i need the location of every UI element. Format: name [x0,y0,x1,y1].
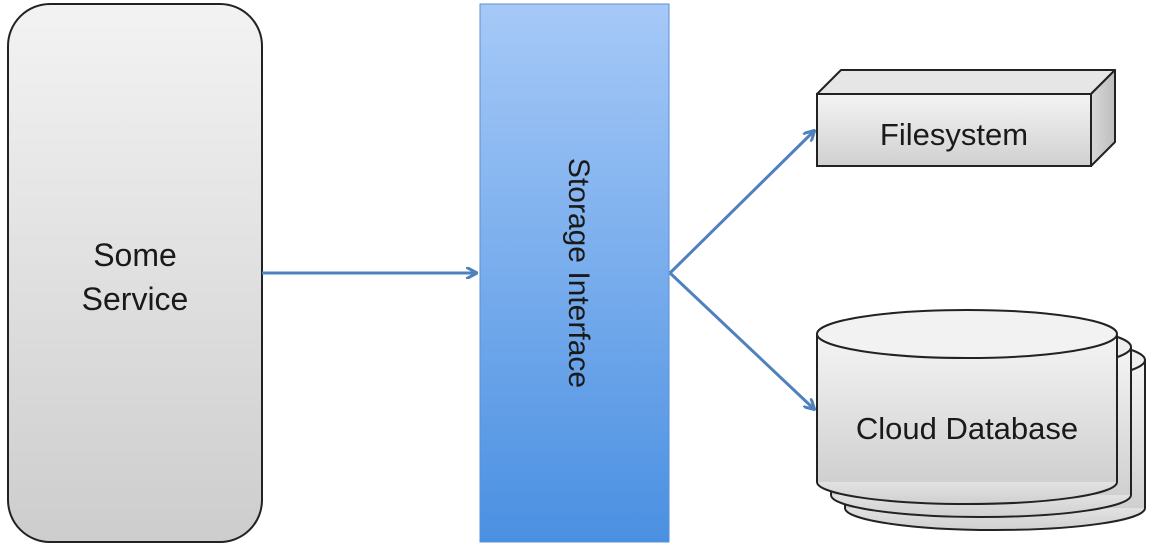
service-node: Some Service [7,3,263,543]
arrow-interface-to-filesystem [668,131,814,275]
cloud-database-node: Cloud Database [816,309,1146,531]
storage-interface-node: Storage Interface [479,3,670,543]
storage-interface-label: Storage Interface [562,158,595,388]
service-label-line1: Some [93,237,177,273]
filesystem-node: Filesystem [816,69,1116,167]
filesystem-label: Filesystem [880,117,1028,152]
arrow-interface-to-database [668,271,814,409]
database-stack-front [816,309,1118,505]
cloud-database-label: Cloud Database [856,411,1078,446]
service-label-line2: Service [82,281,189,317]
connectors [262,131,814,409]
